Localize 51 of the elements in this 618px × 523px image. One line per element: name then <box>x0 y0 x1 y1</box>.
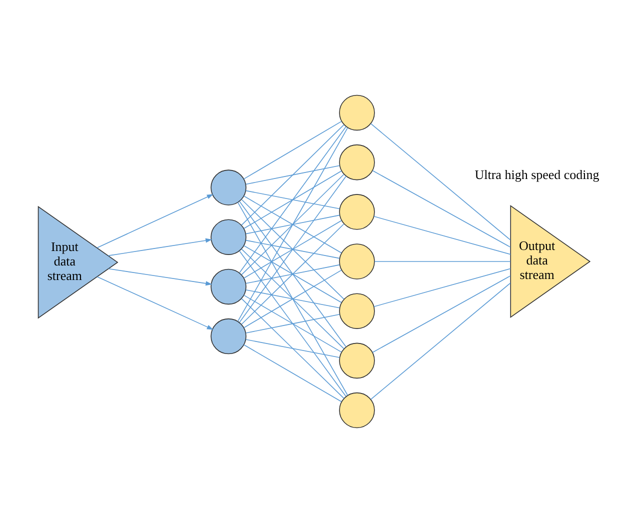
arrow <box>108 238 212 256</box>
connector <box>370 282 511 400</box>
node-circle <box>339 194 375 230</box>
node-circle <box>339 144 375 180</box>
connector <box>246 289 340 308</box>
connector <box>239 126 347 274</box>
node-circle <box>210 318 246 354</box>
label: Ultra high speed coding <box>474 167 600 182</box>
connector <box>372 275 511 353</box>
connector <box>374 268 511 307</box>
node-circle <box>210 170 246 206</box>
node-circle <box>339 342 375 379</box>
connector <box>370 123 511 240</box>
connector <box>246 339 340 358</box>
node-circle <box>339 244 375 280</box>
connector <box>243 121 342 180</box>
connector <box>241 174 344 276</box>
arrow <box>108 268 212 286</box>
connector <box>372 170 511 248</box>
connector <box>374 216 511 255</box>
node-circle <box>339 392 375 428</box>
connector <box>241 124 344 226</box>
connector <box>241 298 344 399</box>
connector <box>243 220 342 279</box>
connector <box>239 201 346 348</box>
arrow <box>96 194 214 248</box>
connector <box>246 264 340 284</box>
connector <box>239 176 347 323</box>
connector <box>374 261 511 262</box>
connector <box>243 170 342 229</box>
connector <box>237 202 348 396</box>
connector <box>246 314 340 334</box>
connector <box>246 165 340 185</box>
connector <box>246 214 340 234</box>
node-circle <box>210 219 246 255</box>
connector <box>239 250 346 397</box>
node-circle <box>210 268 246 305</box>
connector <box>243 270 342 328</box>
arrow <box>96 276 214 330</box>
node-circle <box>339 293 375 329</box>
node-circle <box>339 94 375 131</box>
connector <box>246 190 340 210</box>
connector <box>241 224 344 325</box>
connector <box>246 240 340 259</box>
connector <box>243 196 342 254</box>
connector <box>241 198 344 300</box>
connector <box>243 245 342 303</box>
connector <box>243 294 342 352</box>
connector <box>237 127 348 322</box>
connector <box>243 344 342 402</box>
connector <box>241 248 344 350</box>
